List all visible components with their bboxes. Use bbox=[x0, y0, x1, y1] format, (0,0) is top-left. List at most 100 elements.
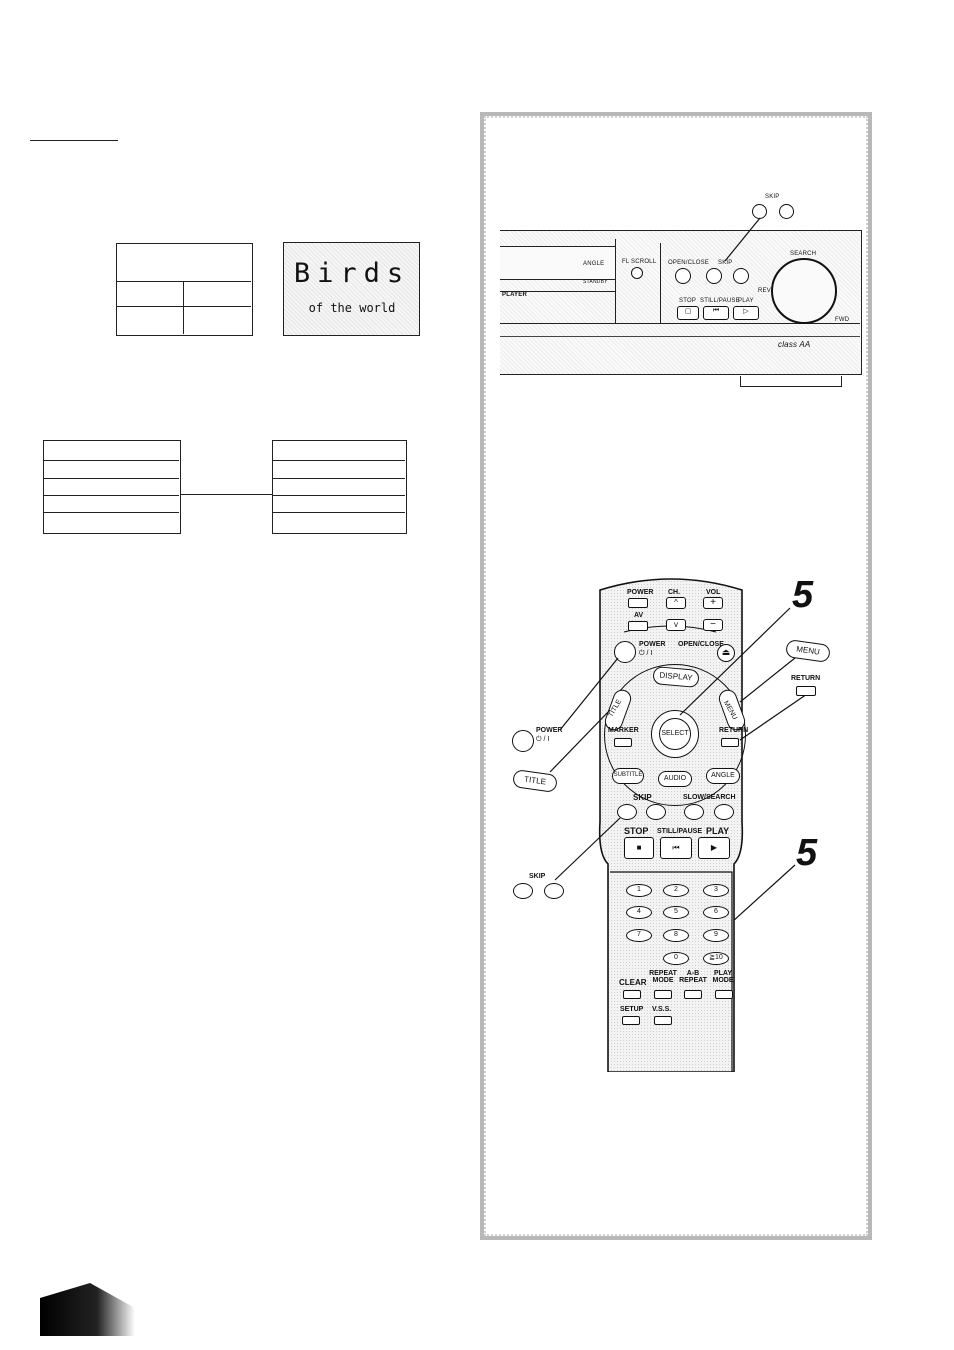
remote-vol-down-button[interactable]: − bbox=[703, 619, 723, 631]
remote-select-button[interactable]: SELECT bbox=[659, 718, 691, 750]
remote-num-9[interactable]: 9 bbox=[703, 929, 729, 942]
remote-stop-button[interactable]: ■ bbox=[624, 837, 654, 859]
remote-num-1[interactable]: 1 bbox=[626, 884, 652, 897]
list-diagram-left bbox=[43, 440, 181, 534]
remote-slow-search-label: SLOW/SEARCH bbox=[683, 794, 736, 801]
step-number-lower: 5 bbox=[796, 832, 818, 874]
remote-marker-button[interactable] bbox=[614, 738, 632, 747]
remote-num-5[interactable]: 5 bbox=[663, 906, 689, 919]
class-aa-logo: class AA bbox=[778, 340, 811, 349]
remote-vss-label: V.S.S. bbox=[652, 1006, 672, 1013]
remote-repeat-mode-button[interactable] bbox=[654, 990, 672, 999]
remote-num-0[interactable]: 0 bbox=[663, 952, 689, 965]
remote-audio-button[interactable]: AUDIO bbox=[658, 771, 692, 787]
remote-ch-up-button[interactable]: ^ bbox=[666, 597, 686, 609]
menu-callout-label: MENU bbox=[795, 644, 821, 657]
remote-open-close-button[interactable]: ⏏ bbox=[717, 644, 735, 662]
step-number-upper: 5 bbox=[792, 574, 814, 616]
return-callout-icon bbox=[796, 686, 816, 696]
remote-return-button[interactable] bbox=[721, 738, 739, 747]
fl-scroll-label: FL SCROLL bbox=[622, 259, 657, 265]
remote-power-tv-label: POWER bbox=[627, 589, 654, 596]
connector-line bbox=[181, 494, 272, 495]
remote-skip-back-button[interactable] bbox=[617, 804, 637, 820]
fl-scroll-button[interactable] bbox=[631, 267, 643, 279]
remote-play-label: PLAY bbox=[706, 826, 730, 836]
rev-label: REV bbox=[758, 288, 771, 294]
play-button[interactable]: ▷ bbox=[733, 306, 759, 320]
skip-callout-label: SKIP bbox=[765, 194, 780, 200]
remote-num-8[interactable]: 8 bbox=[663, 929, 689, 942]
player-label: PLAYER bbox=[502, 292, 527, 298]
remote-nav-ring bbox=[604, 664, 746, 806]
remote-num-2[interactable]: 2 bbox=[663, 884, 689, 897]
remote-play-mode-button[interactable] bbox=[715, 990, 733, 999]
section-underline bbox=[30, 140, 118, 141]
power-callout-label: POWER bbox=[536, 727, 563, 734]
remote-audio-label: AUDIO bbox=[663, 775, 687, 782]
remote-select-label: SELECT bbox=[661, 730, 689, 737]
remote-still-pause-label: STILL/PAUSE bbox=[657, 828, 702, 835]
search-dial[interactable] bbox=[771, 258, 837, 324]
skip-label: SKIP bbox=[718, 260, 733, 266]
remote-num-3[interactable]: 3 bbox=[703, 884, 729, 897]
skip-callout-remote-back-icon bbox=[513, 883, 533, 899]
remote-skip-forward-button[interactable] bbox=[646, 804, 666, 820]
search-label: SEARCH bbox=[790, 251, 817, 257]
skip-callout-leader bbox=[724, 217, 761, 262]
skip-callout-remote-forward-icon bbox=[544, 883, 564, 899]
remote-still-pause-button[interactable]: ⏮ bbox=[660, 837, 692, 859]
remote-stop-label: STOP bbox=[624, 826, 649, 836]
remote-num-7[interactable]: 7 bbox=[626, 929, 652, 942]
remote-av-button[interactable] bbox=[628, 621, 648, 631]
remote-clear-button[interactable] bbox=[623, 990, 641, 999]
skip-back-button[interactable] bbox=[706, 268, 722, 284]
remote-ch-down-button[interactable]: v bbox=[666, 619, 686, 631]
title-screen-image bbox=[283, 242, 420, 336]
list-diagram-right bbox=[272, 440, 407, 534]
still-pause-button[interactable]: ⏮ bbox=[703, 306, 729, 320]
remote-play-button[interactable]: ▶ bbox=[698, 837, 730, 859]
title-callout-label: TITLE bbox=[523, 774, 547, 787]
remote-tv-power-button[interactable] bbox=[628, 598, 648, 608]
birds-title: Birds bbox=[293, 258, 411, 289]
remote-play-mode-label: PLAY MODE bbox=[712, 970, 734, 984]
remote-power-symbol: ⏻ / I bbox=[639, 650, 653, 657]
open-close-button[interactable] bbox=[675, 268, 691, 284]
stop-button[interactable]: ▢ bbox=[677, 306, 699, 320]
remote-power-label: POWER bbox=[639, 641, 666, 648]
skip-forward-button[interactable] bbox=[733, 268, 749, 284]
remote-vol-up-button[interactable]: + bbox=[703, 597, 723, 609]
remote-ab-repeat-button[interactable] bbox=[684, 990, 702, 999]
remote-subtitle-label: SUBTITLE bbox=[613, 772, 643, 778]
remote-slow-rev-button[interactable] bbox=[684, 804, 704, 820]
fwd-label: FWD bbox=[835, 317, 850, 323]
birds-subtitle: of the world bbox=[308, 301, 396, 315]
player-front bbox=[500, 230, 862, 387]
return-callout-label: RETURN bbox=[791, 675, 821, 682]
remote-power-button[interactable] bbox=[614, 641, 636, 663]
stop-label: STOP bbox=[679, 298, 697, 304]
remote-open-close-label: OPEN/CLOSE bbox=[678, 641, 724, 648]
remote-vol-label: VOL bbox=[706, 589, 721, 596]
remote-setup-button[interactable] bbox=[622, 1016, 640, 1025]
remote-vss-button[interactable] bbox=[654, 1016, 672, 1025]
remote-num-6[interactable]: 6 bbox=[703, 906, 729, 919]
remote-ch-label: CH. bbox=[668, 589, 681, 596]
standby-indicator-label: STANDBY bbox=[583, 279, 608, 285]
remote-slow-fwd-button[interactable] bbox=[714, 804, 734, 820]
remote-subtitle-button[interactable]: SUBTITLE bbox=[612, 768, 644, 784]
remote-repeat-mode-label: REPEAT MODE bbox=[649, 970, 677, 984]
remote-angle-button[interactable]: ANGLE bbox=[706, 768, 740, 784]
remote-angle-label: ANGLE bbox=[711, 772, 735, 779]
remote-skip-label: SKIP bbox=[633, 793, 652, 802]
power-callout-icon bbox=[512, 730, 534, 752]
power-callout-symbol: ⏻ / I bbox=[536, 736, 550, 743]
skip-callout-remote-label: SKIP bbox=[529, 873, 546, 880]
skip-callout-forward-icon bbox=[779, 204, 794, 219]
remote-num-4[interactable]: 4 bbox=[626, 906, 652, 919]
remote-av-label: AV bbox=[634, 612, 644, 619]
remote-setup-label: SETUP bbox=[620, 1006, 644, 1013]
page-corner-tab bbox=[40, 1283, 135, 1336]
remote-num-10plus[interactable]: ≧10 bbox=[703, 952, 729, 965]
